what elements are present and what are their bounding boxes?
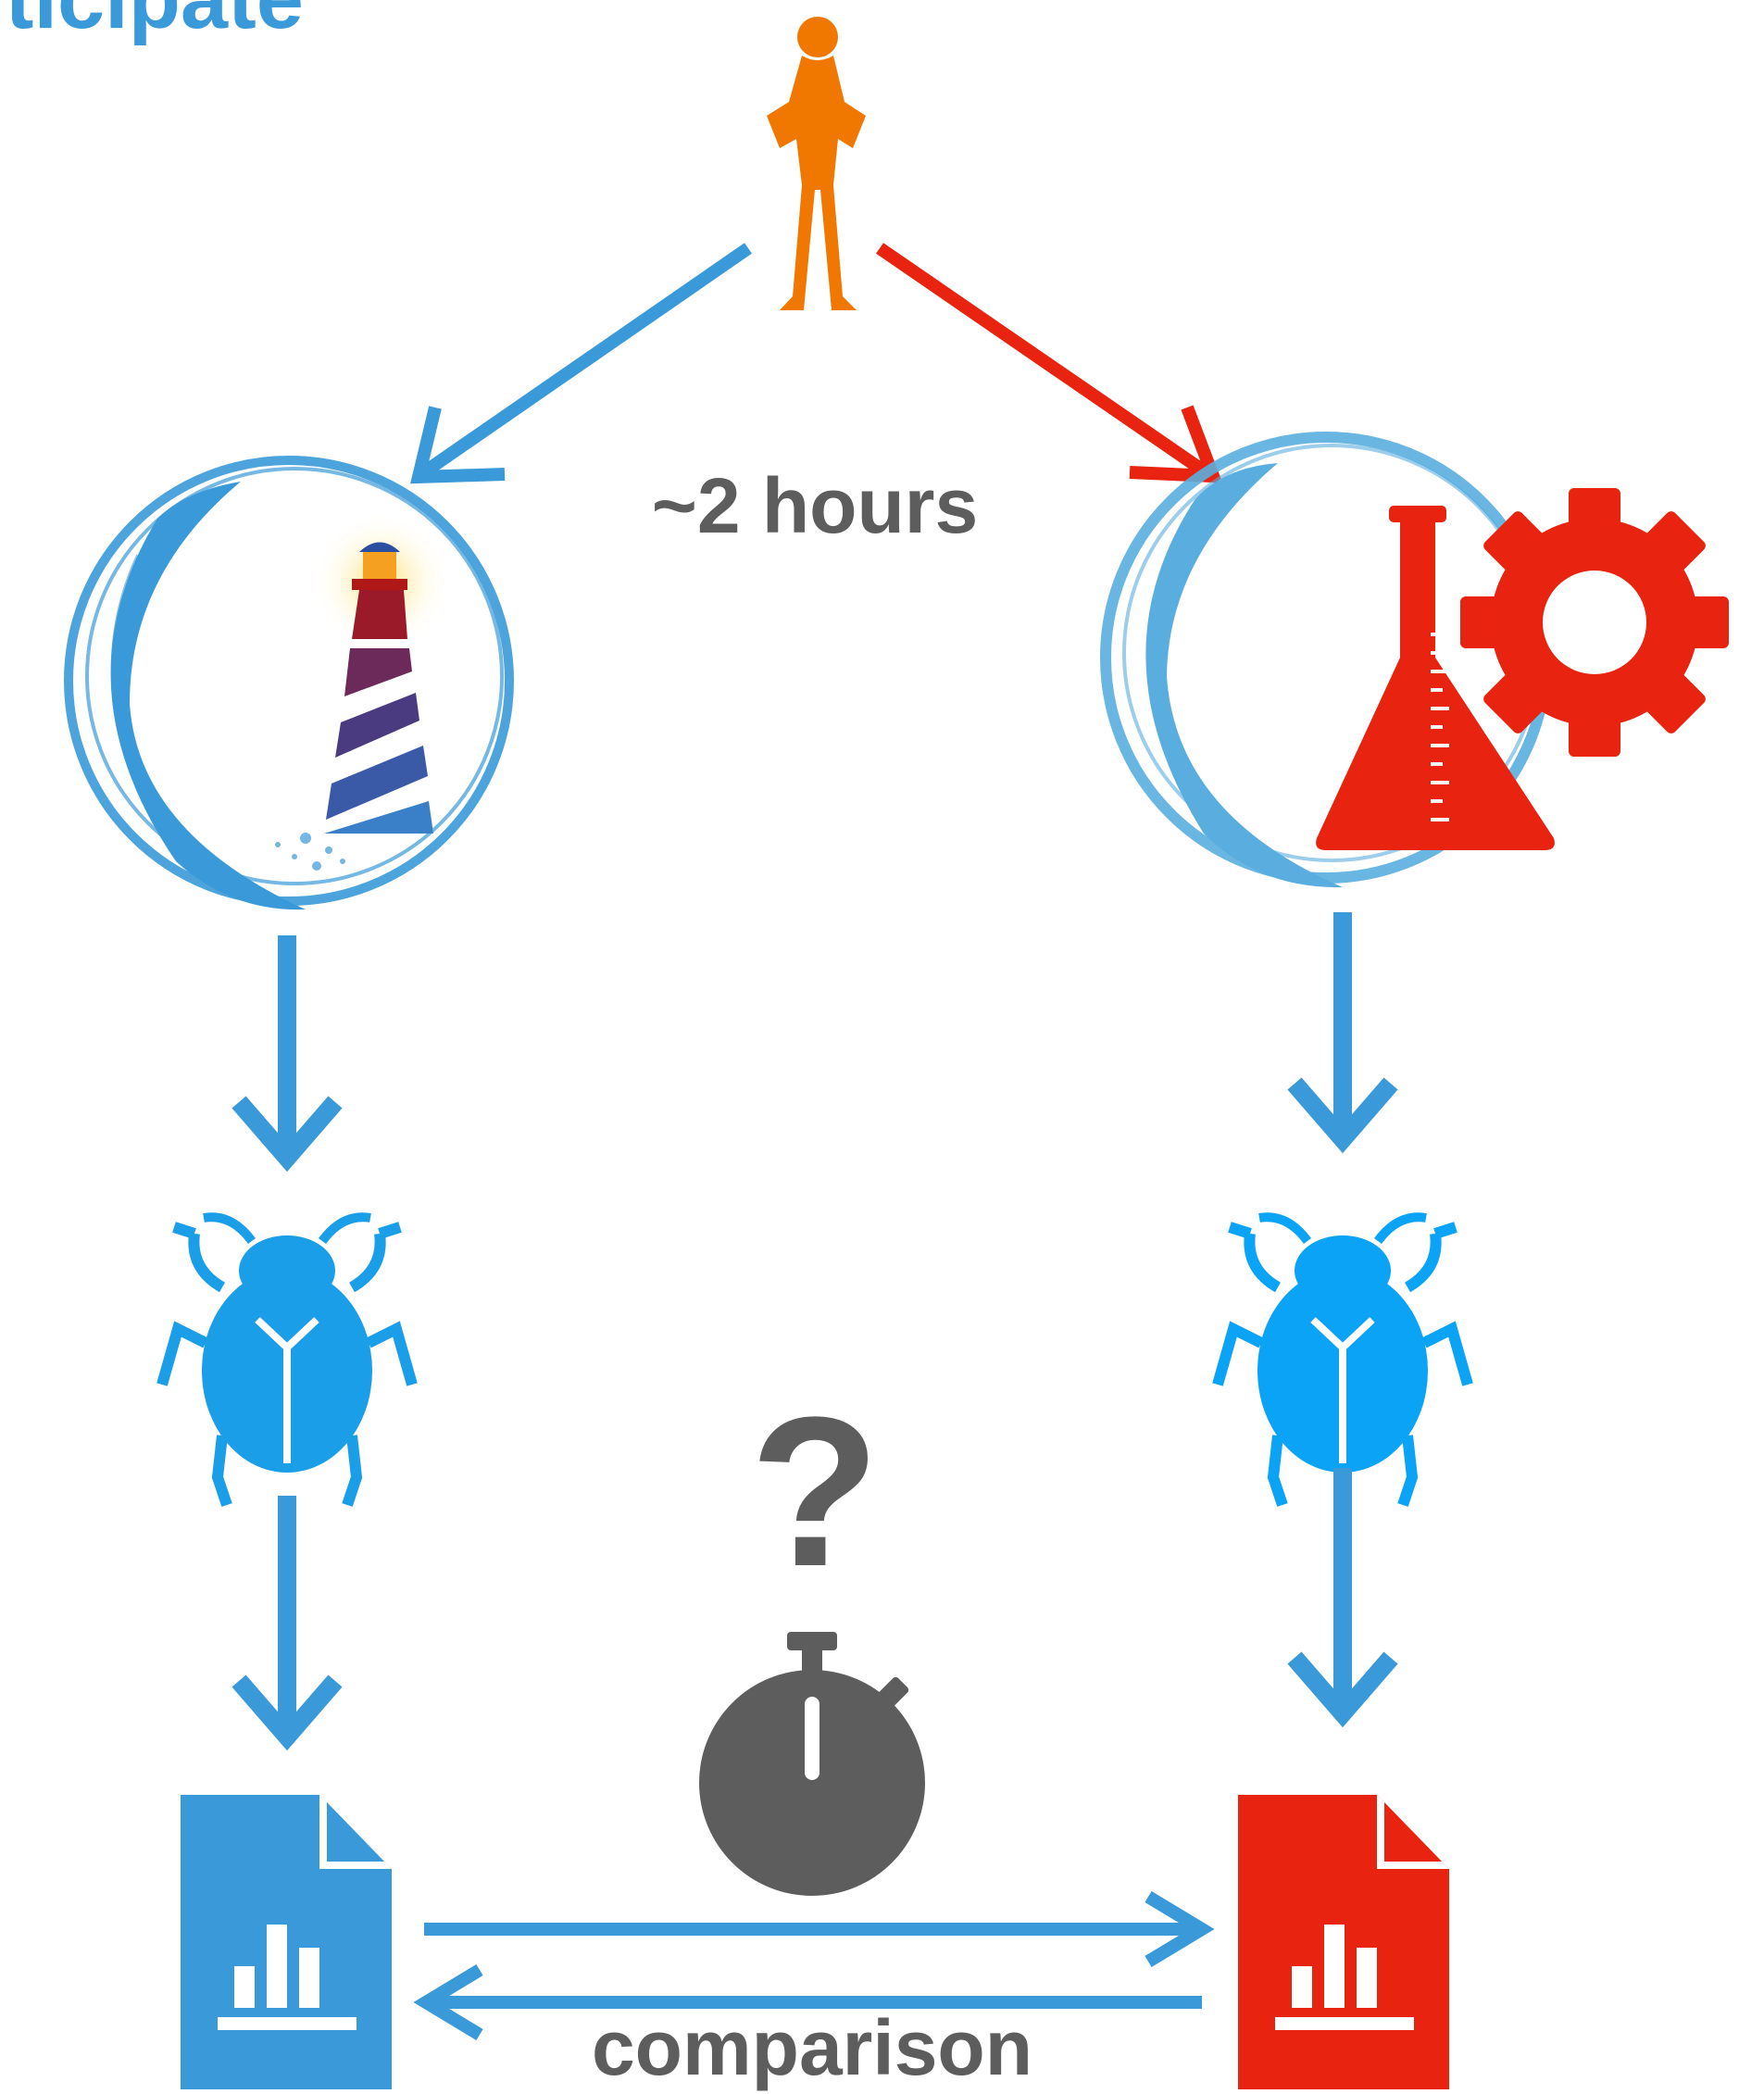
experimental-tool-icon bbox=[1100, 432, 1555, 888]
gear-icon bbox=[1460, 488, 1729, 757]
arrow-to-experimental-tool bbox=[876, 243, 1223, 483]
header-partial-text: rticipate bbox=[0, 0, 304, 46]
lighthouse-tool-icon bbox=[64, 456, 514, 910]
arrow-baseline-to-bug bbox=[231, 935, 343, 1172]
report-icon bbox=[1238, 1795, 1449, 2089]
bug-icon bbox=[1212, 1212, 1473, 1507]
arrow-to-baseline-tool bbox=[410, 243, 752, 484]
comparison-label: comparison bbox=[592, 2004, 1032, 2091]
question-mark: ? bbox=[750, 1373, 881, 1611]
participant-icon bbox=[767, 17, 866, 310]
arrow-bug-to-experimental-report bbox=[1287, 1468, 1398, 1728]
comparison-arrow-right bbox=[424, 1891, 1215, 1967]
stopwatch-icon bbox=[699, 1632, 925, 1896]
report-icon bbox=[181, 1795, 392, 2089]
bug-icon bbox=[156, 1212, 418, 1507]
comparison-arrow-left bbox=[413, 1964, 1202, 2040]
duration-label: ~2 hours bbox=[652, 462, 978, 549]
arrow-experimental-to-bug bbox=[1287, 912, 1398, 1154]
arrow-bug-to-baseline-report bbox=[231, 1496, 343, 1751]
